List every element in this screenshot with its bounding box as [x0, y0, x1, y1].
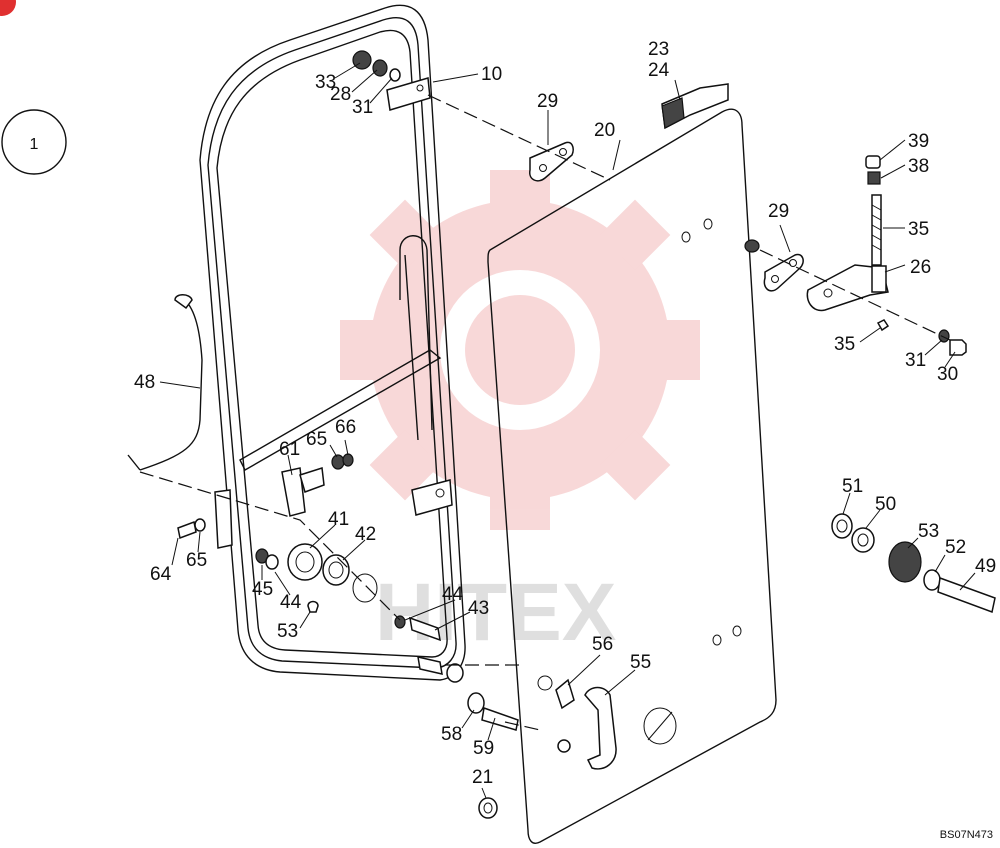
label-33: 33 [315, 72, 336, 93]
lock-assembly [177, 453, 378, 613]
clip-35 [876, 319, 890, 332]
label-50: 50 [875, 494, 896, 515]
label-31: 31 [352, 97, 373, 118]
label-24: 24 [648, 60, 670, 81]
label-42: 42 [355, 524, 376, 545]
label-29-upper: 29 [537, 91, 558, 112]
label-51: 51 [842, 476, 863, 497]
drawing-code: BS07N473 [940, 829, 993, 841]
callout-number: 1 [30, 136, 39, 153]
label-21: 21 [472, 767, 493, 788]
watermark-logo [340, 170, 700, 530]
label-20: 20 [594, 120, 615, 141]
label-28: 28 [330, 84, 351, 105]
label-44-left: 44 [280, 592, 302, 613]
seal-strip [661, 83, 729, 130]
hinge-pin [865, 155, 882, 266]
label-35-lower: 35 [834, 334, 855, 355]
label-53-right: 53 [918, 521, 939, 542]
bolt-30 [938, 329, 967, 356]
label-38: 38 [908, 156, 929, 177]
door-panel [487, 108, 777, 844]
right-hardware [831, 513, 996, 614]
nut-right [744, 239, 760, 253]
label-56: 56 [592, 634, 613, 655]
label-59: 59 [473, 738, 494, 759]
label-39: 39 [908, 131, 929, 152]
corner-marker [0, 0, 16, 16]
label-64: 64 [150, 564, 172, 585]
top-hardware [352, 50, 401, 82]
assembly-lines [139, 94, 951, 731]
label-31-right: 31 [905, 350, 926, 371]
part-labels: 10 33 28 31 23 24 29 20 39 38 35 29 26 3… [134, 39, 996, 788]
label-43: 43 [468, 598, 489, 619]
label-65-lower: 65 [186, 550, 207, 571]
label-23: 23 [648, 39, 669, 60]
label-29-right: 29 [768, 201, 789, 222]
lower-bolts [394, 615, 519, 819]
label-66: 66 [335, 417, 356, 438]
label-41: 41 [328, 509, 349, 530]
label-26: 26 [910, 257, 931, 278]
label-55: 55 [630, 652, 651, 673]
callout-circle: 1 [1, 109, 67, 175]
label-45: 45 [252, 579, 273, 600]
label-58: 58 [441, 724, 462, 745]
hinge-plate-upper [529, 141, 574, 182]
label-48: 48 [134, 372, 155, 393]
label-52: 52 [945, 537, 966, 558]
label-53-left: 53 [277, 621, 298, 642]
label-65-upper: 65 [306, 429, 327, 450]
hinge-26 [806, 264, 889, 312]
leader-lines [159, 62, 976, 799]
release-cable [127, 294, 203, 471]
door-frame [199, 4, 466, 681]
door-handle [555, 678, 617, 770]
hinge-plate-right [763, 253, 804, 292]
watermark-text: HITEX [375, 567, 616, 658]
label-30: 30 [937, 364, 958, 385]
label-44-right: 44 [442, 584, 464, 605]
label-49: 49 [975, 556, 996, 577]
label-10: 10 [481, 64, 502, 85]
label-35-upper: 35 [908, 219, 929, 240]
label-61: 61 [279, 439, 300, 460]
